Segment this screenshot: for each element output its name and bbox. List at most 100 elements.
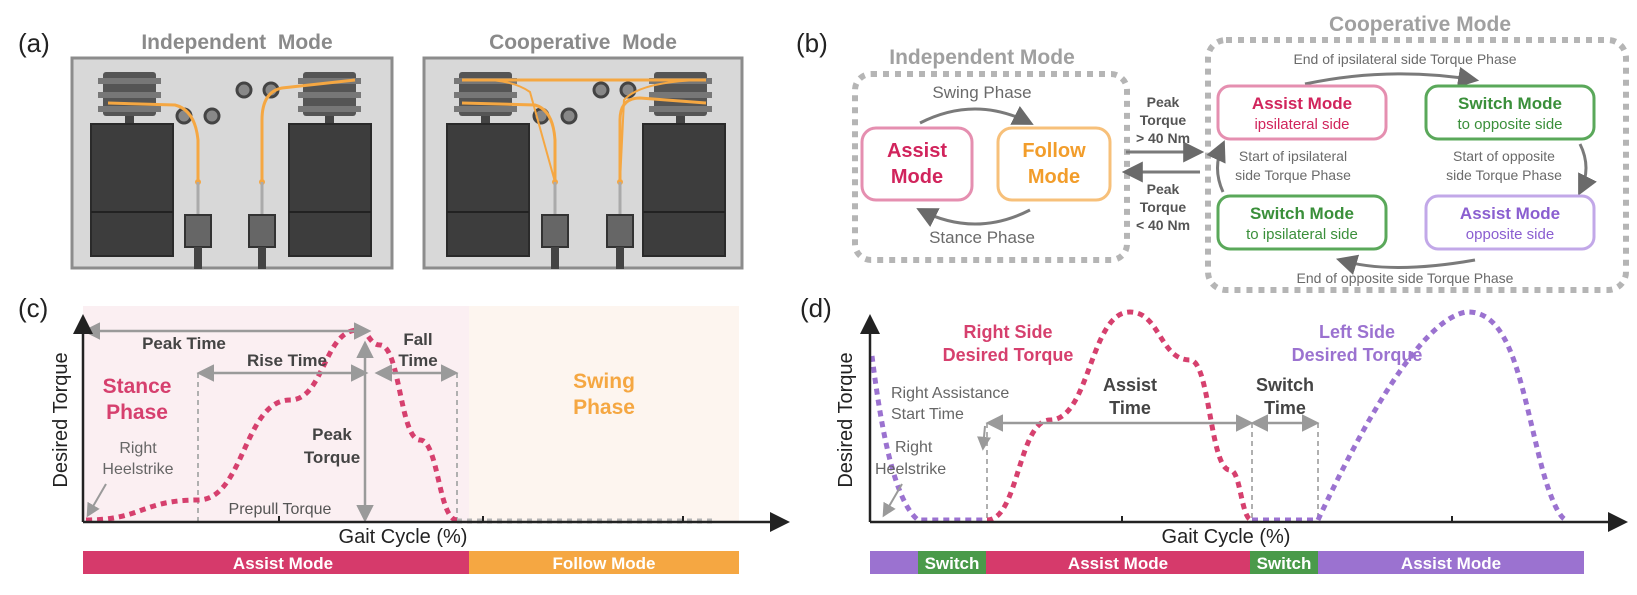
panel-b-label: (b)	[796, 28, 828, 58]
follow-mode-box	[996, 126, 1112, 202]
d-assist-label-2: Assist Mode	[1401, 554, 1501, 573]
follow-mode-label-2: Mode	[1028, 166, 1080, 188]
switch-opposite-sub: to opposite side	[1457, 116, 1562, 133]
left-side-torque-curve	[869, 309, 1568, 523]
stance-phase-arrow	[916, 208, 1031, 227]
peak-down-3: < 40 Nm	[1136, 217, 1190, 233]
panel-a: (a) Independent Mode Cooperative Mode	[18, 28, 744, 270]
peak-up-3: > 40 Nm	[1136, 130, 1190, 146]
assist-mode-box	[860, 126, 974, 202]
d-assist-left-bar	[1318, 551, 1584, 574]
assist-mode-label-2: Mode	[891, 166, 943, 188]
assist-mode-label-1: Assist	[887, 140, 947, 162]
peak-down-2: Torque	[1140, 199, 1187, 215]
panel-d: (d) Right Side Desired Torque Left Side …	[800, 293, 1628, 574]
switch-opposite-box	[1424, 84, 1596, 141]
swing-phase-shading	[469, 306, 739, 521]
d-switch-label-2: Switch	[1257, 554, 1312, 573]
d-switch-bar-2	[1250, 551, 1318, 574]
cooperative-mode-title: Cooperative Mode	[489, 31, 677, 54]
independent-mode-title: Independent Mode	[141, 31, 332, 54]
assist-time-label-1: Assist	[1103, 375, 1157, 395]
left-side-label-2: Desired Torque	[1292, 345, 1423, 365]
panel-b: (b) Independent Mode Swing Phase Stance …	[796, 10, 1629, 293]
panel-d-label: (d)	[800, 293, 832, 323]
end-ipsilateral-arrow	[1304, 66, 1480, 88]
follow-mode-label-1: Follow	[1022, 140, 1086, 162]
assist-time-label-2: Time	[1109, 398, 1151, 418]
assist-opposite-sub: opposite side	[1466, 226, 1554, 243]
peak-time-label: Peak Time	[142, 334, 226, 353]
d-y-axis-label: Desired Torque	[835, 352, 857, 487]
right-side-label-1: Right Side	[964, 322, 1053, 342]
d-switch-label-1: Switch	[925, 554, 980, 573]
prepull-torque-label: Prepull Torque	[229, 501, 332, 518]
end-opposite-arrow	[1335, 254, 1476, 275]
independent-device-illustration	[70, 56, 394, 270]
independent-mode-heading: Independent Mode	[889, 46, 1075, 69]
peak-up-1: Peak	[1147, 94, 1180, 110]
switch-ipsilateral-sub: to ipsilateral side	[1246, 226, 1358, 243]
x-axis-label: Gait Cycle (%)	[339, 526, 468, 548]
start-ipsilateral-arrow	[1206, 140, 1226, 193]
start-opposite-2: side Torque Phase	[1446, 167, 1562, 183]
switch-ipsilateral-title: Switch Mode	[1250, 204, 1354, 223]
right-side-label-2: Desired Torque	[943, 345, 1074, 365]
d-assist-left-bar-start	[870, 551, 918, 574]
d-assist-label-1: Assist Mode	[1068, 554, 1168, 573]
stance-label-1: Stance	[103, 375, 172, 398]
heelstrike-label-2: Heelstrike	[102, 461, 173, 478]
assist-ipsilateral-title: Assist Mode	[1252, 94, 1352, 113]
start-time-label-2: Start Time	[891, 406, 964, 423]
fall-time-label-1: Fall	[403, 330, 432, 349]
panel-a-label: (a)	[18, 28, 50, 58]
peak-down-1: Peak	[1147, 181, 1180, 197]
cooperative-device-illustration	[422, 56, 744, 270]
follow-mode-bar-label: Follow Mode	[553, 554, 656, 573]
d-heelstrike-label-1: Right	[895, 439, 933, 456]
peak-torque-label-2: Torque	[304, 448, 360, 467]
d-switch-bar-1	[918, 551, 986, 574]
swing-phase-arrow	[919, 106, 1034, 125]
start-time-label-1: Right Assistance	[891, 385, 1009, 402]
d-assist-right-bar	[986, 551, 1250, 574]
start-opposite-1: Start of opposite	[1453, 148, 1555, 164]
left-side-label-1: Left Side	[1319, 322, 1395, 342]
rise-time-label: Rise Time	[247, 351, 327, 370]
follow-mode-bar	[469, 551, 739, 574]
peak-up-2: Torque	[1140, 112, 1187, 128]
panel-c-label: (c)	[18, 293, 48, 323]
assist-opposite-box	[1424, 194, 1596, 251]
right-side-torque-curve	[986, 309, 1254, 523]
assist-ipsilateral-box	[1216, 84, 1388, 141]
cooperative-mode-region	[1205, 37, 1629, 293]
assist-mode-bar	[83, 551, 469, 574]
switch-opposite-title: Switch Mode	[1458, 94, 1562, 113]
d-x-axis-label: Gait Cycle (%)	[1162, 526, 1291, 548]
swing-phase-label: Swing Phase	[932, 83, 1031, 102]
d-heelstrike-pointer	[882, 483, 903, 518]
heelstrike-label-1: Right	[119, 440, 157, 457]
d-heelstrike-label-2: Heelstrike	[875, 461, 946, 478]
end-opposite-label: End of opposite side Torque Phase	[1297, 270, 1514, 286]
y-axis-label: Desired Torque	[50, 352, 72, 487]
peak-torque-label-1: Peak	[312, 425, 352, 444]
fall-time-label-2: Time	[398, 351, 437, 370]
panel-c: (c) Stance Phase Swing Phase Peak Time R…	[18, 293, 790, 574]
swing-label-2: Phase	[573, 396, 635, 419]
stance-label-2: Phase	[106, 401, 168, 424]
stance-phase-label: Stance Phase	[929, 228, 1035, 247]
switch-ipsilateral-box	[1216, 194, 1388, 251]
start-time-pointer	[977, 425, 991, 451]
assist-ipsilateral-sub: ipsilateral side	[1254, 116, 1349, 133]
assist-opposite-title: Assist Mode	[1460, 204, 1560, 223]
start-ipsilateral-1: Start of ipsilateral	[1239, 148, 1347, 164]
switch-time-label-2: Time	[1264, 398, 1306, 418]
end-ipsilateral-label: End of ipsilateral side Torque Phase	[1293, 51, 1516, 67]
start-opposite-arrow	[1578, 143, 1597, 196]
switch-time-label-1: Switch	[1256, 375, 1314, 395]
assist-mode-bar-label: Assist Mode	[233, 554, 333, 573]
cooperative-mode-heading: Cooperative Mode	[1329, 13, 1511, 36]
start-ipsilateral-2: side Torque Phase	[1235, 167, 1351, 183]
